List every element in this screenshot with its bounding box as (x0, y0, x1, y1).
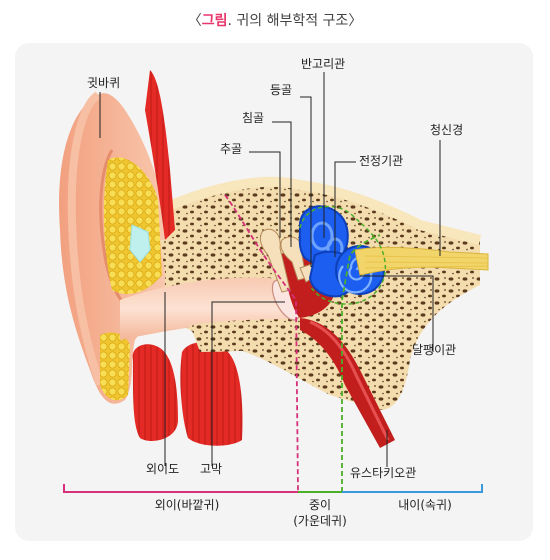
label-vestibular-organ: 전정기관 (359, 154, 404, 168)
canal-lower-bone (190, 319, 300, 352)
label-incus: 침골 (242, 111, 265, 125)
leader-incus (272, 121, 292, 247)
leader-stapes (300, 96, 312, 267)
region-inner-ear: 내이(속귀) (398, 498, 452, 512)
label-cochlea: 달팽이관 (412, 343, 457, 357)
auricle-rim (67, 91, 104, 387)
title-close-bracket: 〉 (348, 13, 363, 29)
upper-muscle (145, 70, 175, 240)
middle-ear-boundary-dashed (341, 234, 381, 492)
canal-upper-bone (160, 238, 280, 278)
label-ear-canal: 외이도 (146, 462, 180, 476)
inner-ear-outline-dashed (299, 205, 387, 305)
leader-eardrum (211, 301, 285, 466)
outer-ear-bracket (63, 484, 298, 493)
label-eardrum: 고막 (200, 462, 223, 476)
leader-cochlea (360, 275, 434, 352)
malleus-bone (259, 228, 291, 293)
bone-outer-rim (147, 176, 482, 245)
region-middle-ear: 중이 (가운데귀) (280, 497, 360, 529)
label-stapes: 등골 (270, 83, 293, 97)
leader-malleus (249, 151, 281, 238)
label-auricle: 귓바퀴 (87, 76, 121, 90)
cartilage-cyan-1 (129, 224, 151, 263)
title-open-bracket: 〈 (187, 13, 202, 29)
region-middle-line2: (가운데귀) (293, 514, 347, 528)
eustachian-highlight (309, 320, 390, 441)
eustachian-tube (300, 318, 395, 448)
label-eustachian-tube: 유스타키오관 (350, 466, 417, 480)
inner-ear-bracket (342, 484, 483, 493)
outer-ear-boundary-dashed (224, 194, 299, 493)
label-malleus: 추골 (220, 142, 243, 156)
leader-vestibular (334, 161, 356, 257)
label-vestibular-nerve: 청신경 (430, 123, 464, 137)
region-outer-ear: 외이(바깥귀) (154, 498, 220, 512)
region-middle-line1: 중이 (308, 498, 332, 512)
auricle-fold (99, 149, 131, 312)
label-semicircular-canals: 반고리관 (301, 57, 346, 71)
lower-muscle-1 (132, 344, 178, 441)
leader-lines (99, 72, 441, 467)
title-dot: . (227, 13, 232, 29)
figure-title: 〈그림. 귀의 해부학적 구조〉 (0, 10, 550, 30)
lower-muscle-2 (180, 342, 243, 446)
title-prefix: 그림 (201, 13, 228, 29)
title-text: 귀의 해부학적 구조 (236, 13, 349, 29)
semicircular-ring-1 (310, 221, 334, 251)
lower-fat (100, 332, 130, 401)
